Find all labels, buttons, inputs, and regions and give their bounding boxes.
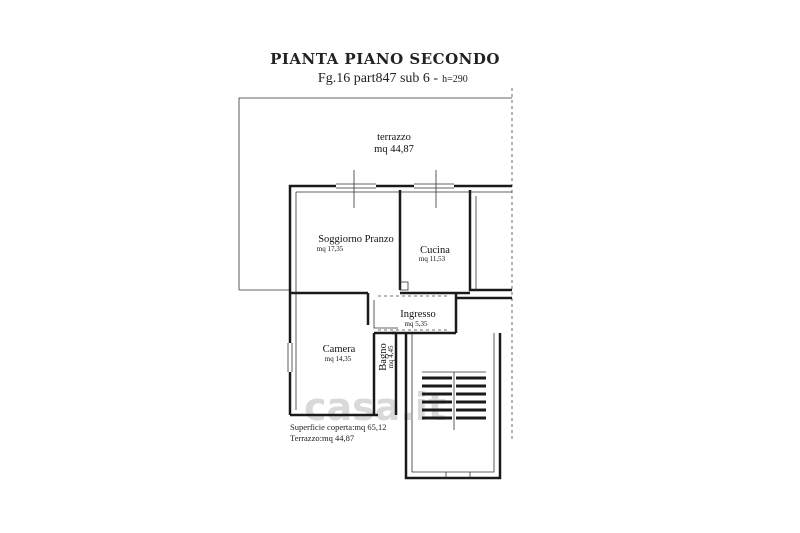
terrace-outline [238,88,513,440]
summary-terrazzo: Terrazzo:mq 44,87 [290,433,354,443]
room-ingresso: Ingresso mq 5,35 [400,309,436,328]
room-area: mq 5,35 [405,320,428,328]
room-terrazzo: terrazzo mq 44,87 [374,132,414,155]
room-name: terrazzo [377,132,411,143]
room-name: Ingresso [400,309,436,320]
room-soggiorno: Soggiorno Pranzo mq 17,35 [317,234,394,253]
window-marks [287,170,454,372]
stairwell [404,333,502,480]
room-area: mq 4,45 [387,345,395,368]
room-area: mq 14,35 [325,355,352,363]
plan-subtitle: Fg.16 part847 sub 6 - [318,71,439,86]
room-area: mq 44,87 [374,144,414,155]
summary-superficie: Superficie coperta:mq 65,12 [290,422,387,432]
room-name: Soggiorno Pranzo [318,234,394,245]
room-name: Cucina [420,245,450,256]
room-camera: Camera mq 14,35 [323,344,356,363]
plan-height-note: h=290 [442,74,468,85]
room-name: Bagno [378,343,389,370]
apartment-walls [288,184,512,417]
kitchen-fixture [399,281,409,291]
room-bagno: Bagno mq 4,45 [378,343,395,370]
room-cucina: Cucina mq 11,53 [419,245,450,263]
plan-title: PIANTA PIANO SECONDO [270,50,500,68]
room-name: Camera [323,344,356,355]
room-area: mq 17,35 [317,245,344,253]
room-area: mq 11,53 [419,255,446,263]
